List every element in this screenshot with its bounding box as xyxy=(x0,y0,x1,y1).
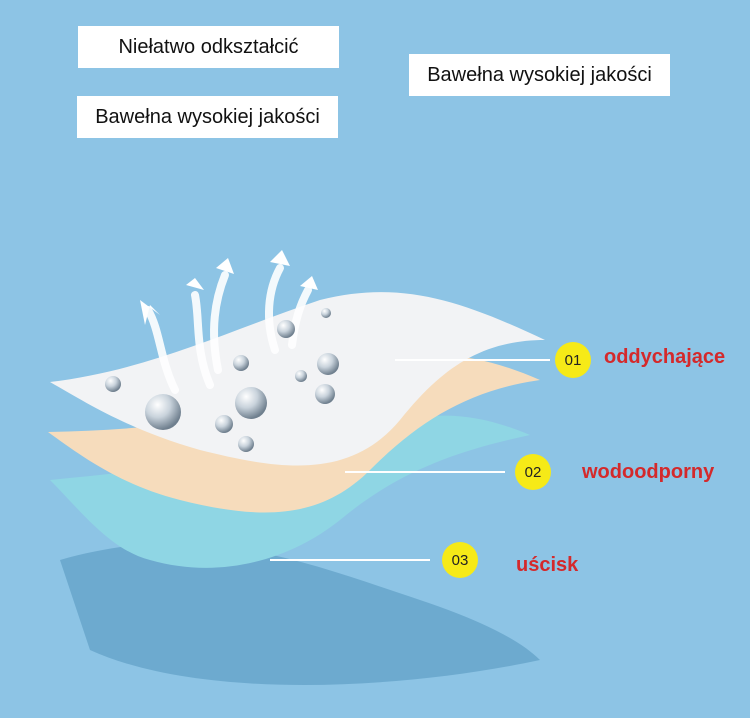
pointer-lines xyxy=(270,359,550,561)
label-cotton-quality-right: Bawełna wysokiej jakości xyxy=(409,54,670,96)
feature-waterproof: wodoodporny xyxy=(582,461,715,483)
layer-badge-03: 03 xyxy=(442,542,478,578)
label-cotton-quality-left: Bawełna wysokiej jakości xyxy=(77,96,338,138)
layer-shadow xyxy=(60,543,540,685)
layer-badge-02: 02 xyxy=(515,454,551,490)
feature-breathable: oddychające xyxy=(604,346,726,368)
layer-badge-01: 01 xyxy=(555,342,591,378)
arrow-heads xyxy=(140,250,318,325)
label-not-deforming: Niełatwo odkształcić xyxy=(78,26,339,68)
feature-grip: uścisk xyxy=(516,554,579,576)
airflow-arrows xyxy=(144,264,312,394)
water-droplets xyxy=(105,308,339,452)
